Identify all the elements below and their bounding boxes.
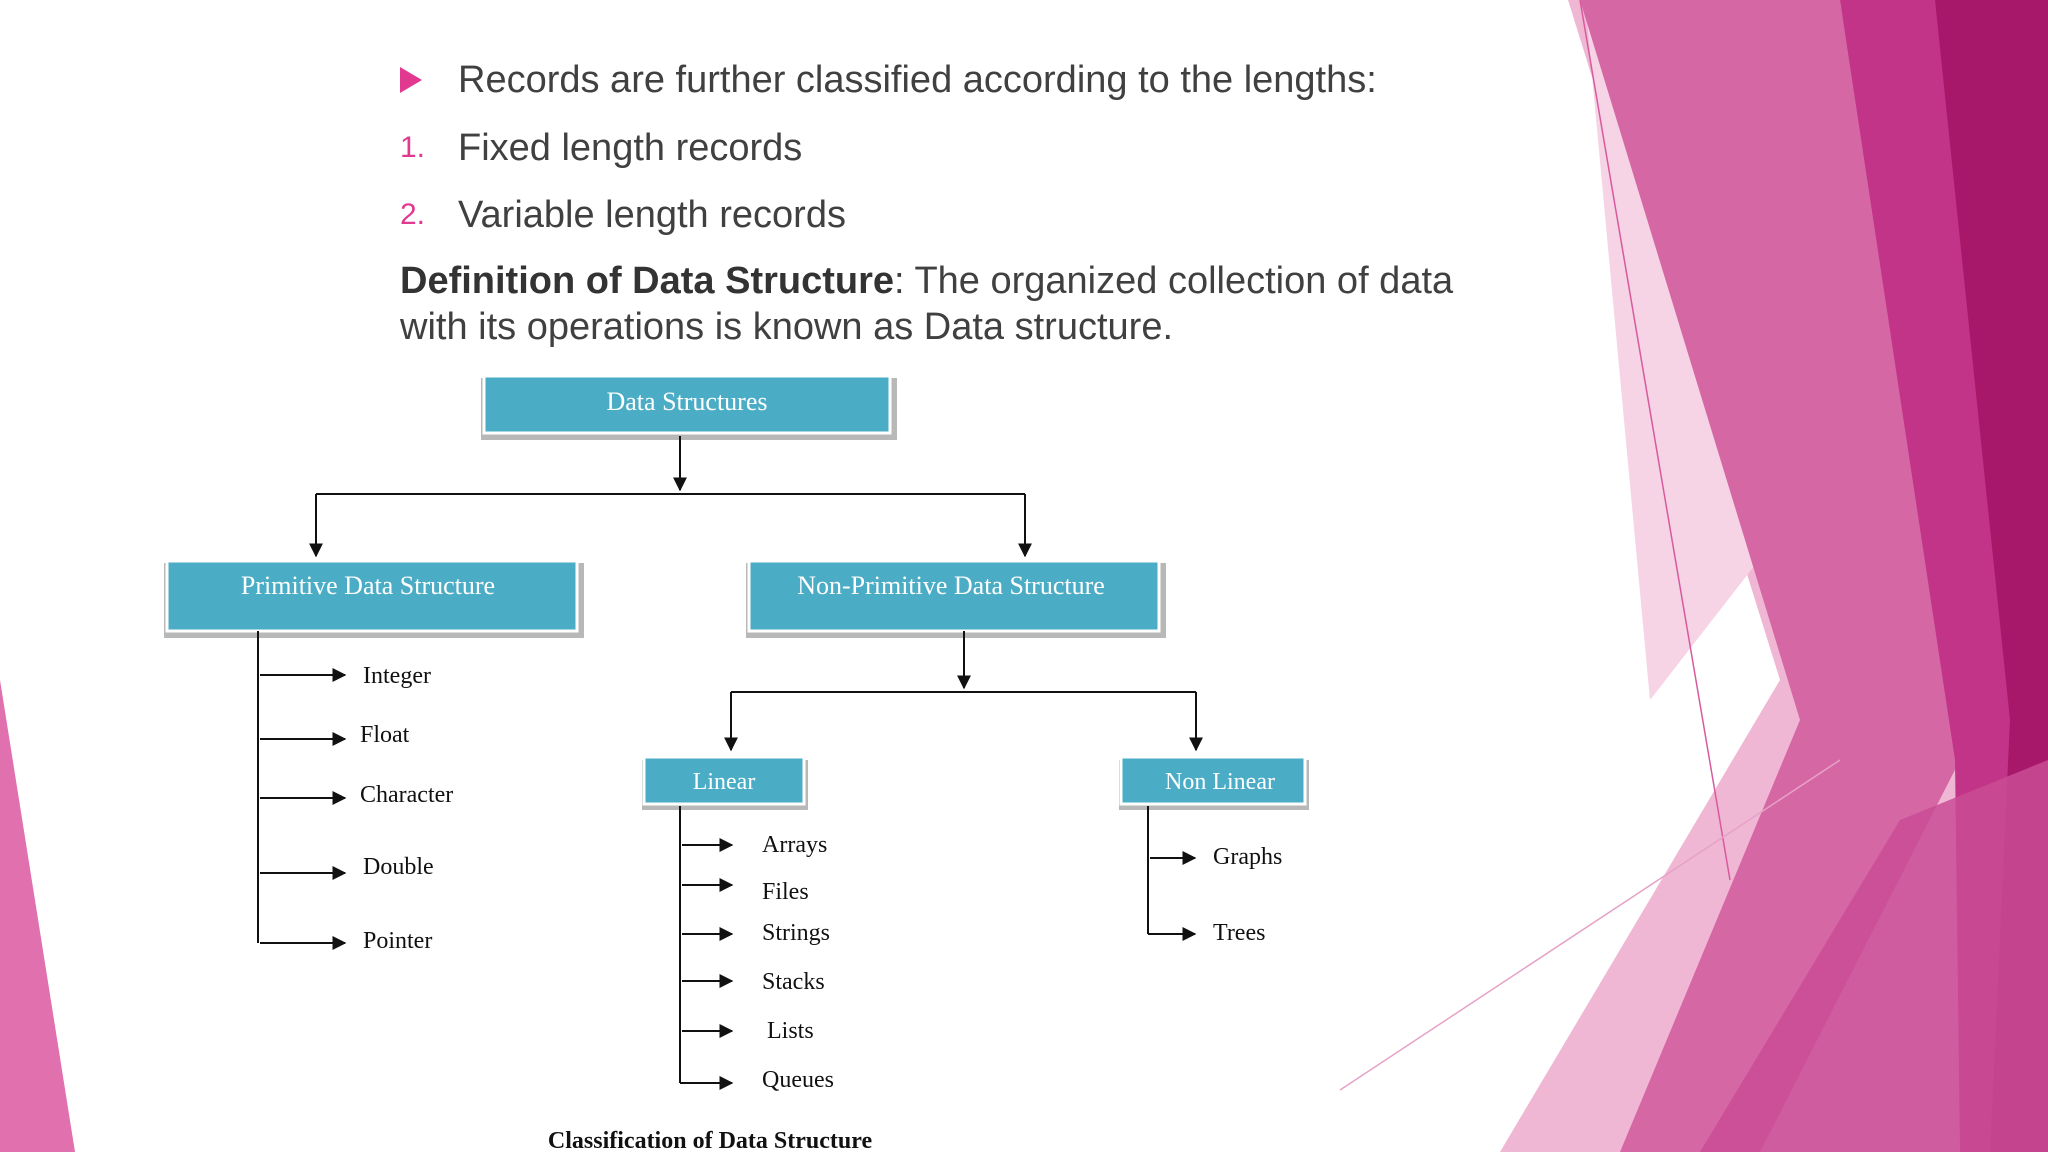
leaf-double: Double [363, 854, 434, 880]
linear-node: Linear [642, 755, 808, 810]
diagram-caption: Classification of Data Structure [548, 1128, 873, 1152]
left-accent-shape [0, 680, 75, 1152]
leaf-files: Files [762, 879, 809, 905]
bullet-text: Records are further classified according… [458, 58, 1377, 101]
right-panel-bottom [1700, 760, 2048, 1152]
primitive-node: Primitive Data Structure [164, 559, 584, 638]
leaf-float: Float [360, 722, 410, 748]
bullet-item: Records are further classified according… [400, 55, 1377, 105]
bullet-text: Fixed length records [458, 126, 803, 169]
linear-node-box [642, 755, 806, 806]
leaf-strings: Strings [762, 920, 830, 946]
definition-term: Definition of Data Structure [400, 260, 895, 302]
deco-thin-line-1 [1579, 0, 1731, 881]
non-primitive-node: Non-Primitive Data Structure [746, 559, 1166, 638]
root-node: Data Structures [481, 374, 897, 440]
deco-thin-line-2 [1339, 759, 1841, 1091]
root-node-box [482, 374, 892, 435]
primitive-node-label: Primitive Data Structure [241, 571, 495, 600]
triangle-right-icon [400, 67, 422, 93]
leaf-stacks: Stacks [762, 969, 825, 995]
leaf-integer: Integer [363, 663, 431, 689]
bullet-item: 1. Fixed length records [400, 123, 802, 173]
non-linear-node-label: Non Linear [1165, 769, 1275, 795]
right-panel-mid [1580, 0, 1960, 1152]
non-primitive-node-label: Non-Primitive Data Structure [797, 571, 1105, 600]
leaf-queues: Queues [762, 1067, 834, 1093]
bullet-item: 2. Variable length records [400, 190, 846, 240]
leaf-lists: Lists [767, 1018, 814, 1044]
primitive-node-box [165, 559, 579, 633]
definition-paragraph: Definition of Data Structure: The organi… [400, 258, 1500, 350]
leaf-arrays: Arrays [762, 832, 827, 858]
bullet-number: 2. [400, 198, 426, 231]
leaf-graphs: Graphs [1213, 844, 1282, 870]
non-linear-node-box [1119, 755, 1307, 806]
leaf-character: Character [360, 782, 453, 808]
definition-text: : The organized collection of data with … [400, 260, 1454, 348]
bullet-number: 1. [400, 131, 426, 164]
leaf-trees: Trees [1213, 920, 1265, 946]
bullet-marker [400, 67, 458, 93]
non-linear-node: Non Linear [1119, 755, 1309, 810]
non-primitive-node-box [747, 559, 1161, 633]
leaf-pointer: Pointer [363, 928, 432, 954]
root-node-label: Data Structures [606, 387, 767, 416]
bullet-text: Variable length records [458, 193, 846, 236]
linear-node-label: Linear [693, 769, 756, 795]
